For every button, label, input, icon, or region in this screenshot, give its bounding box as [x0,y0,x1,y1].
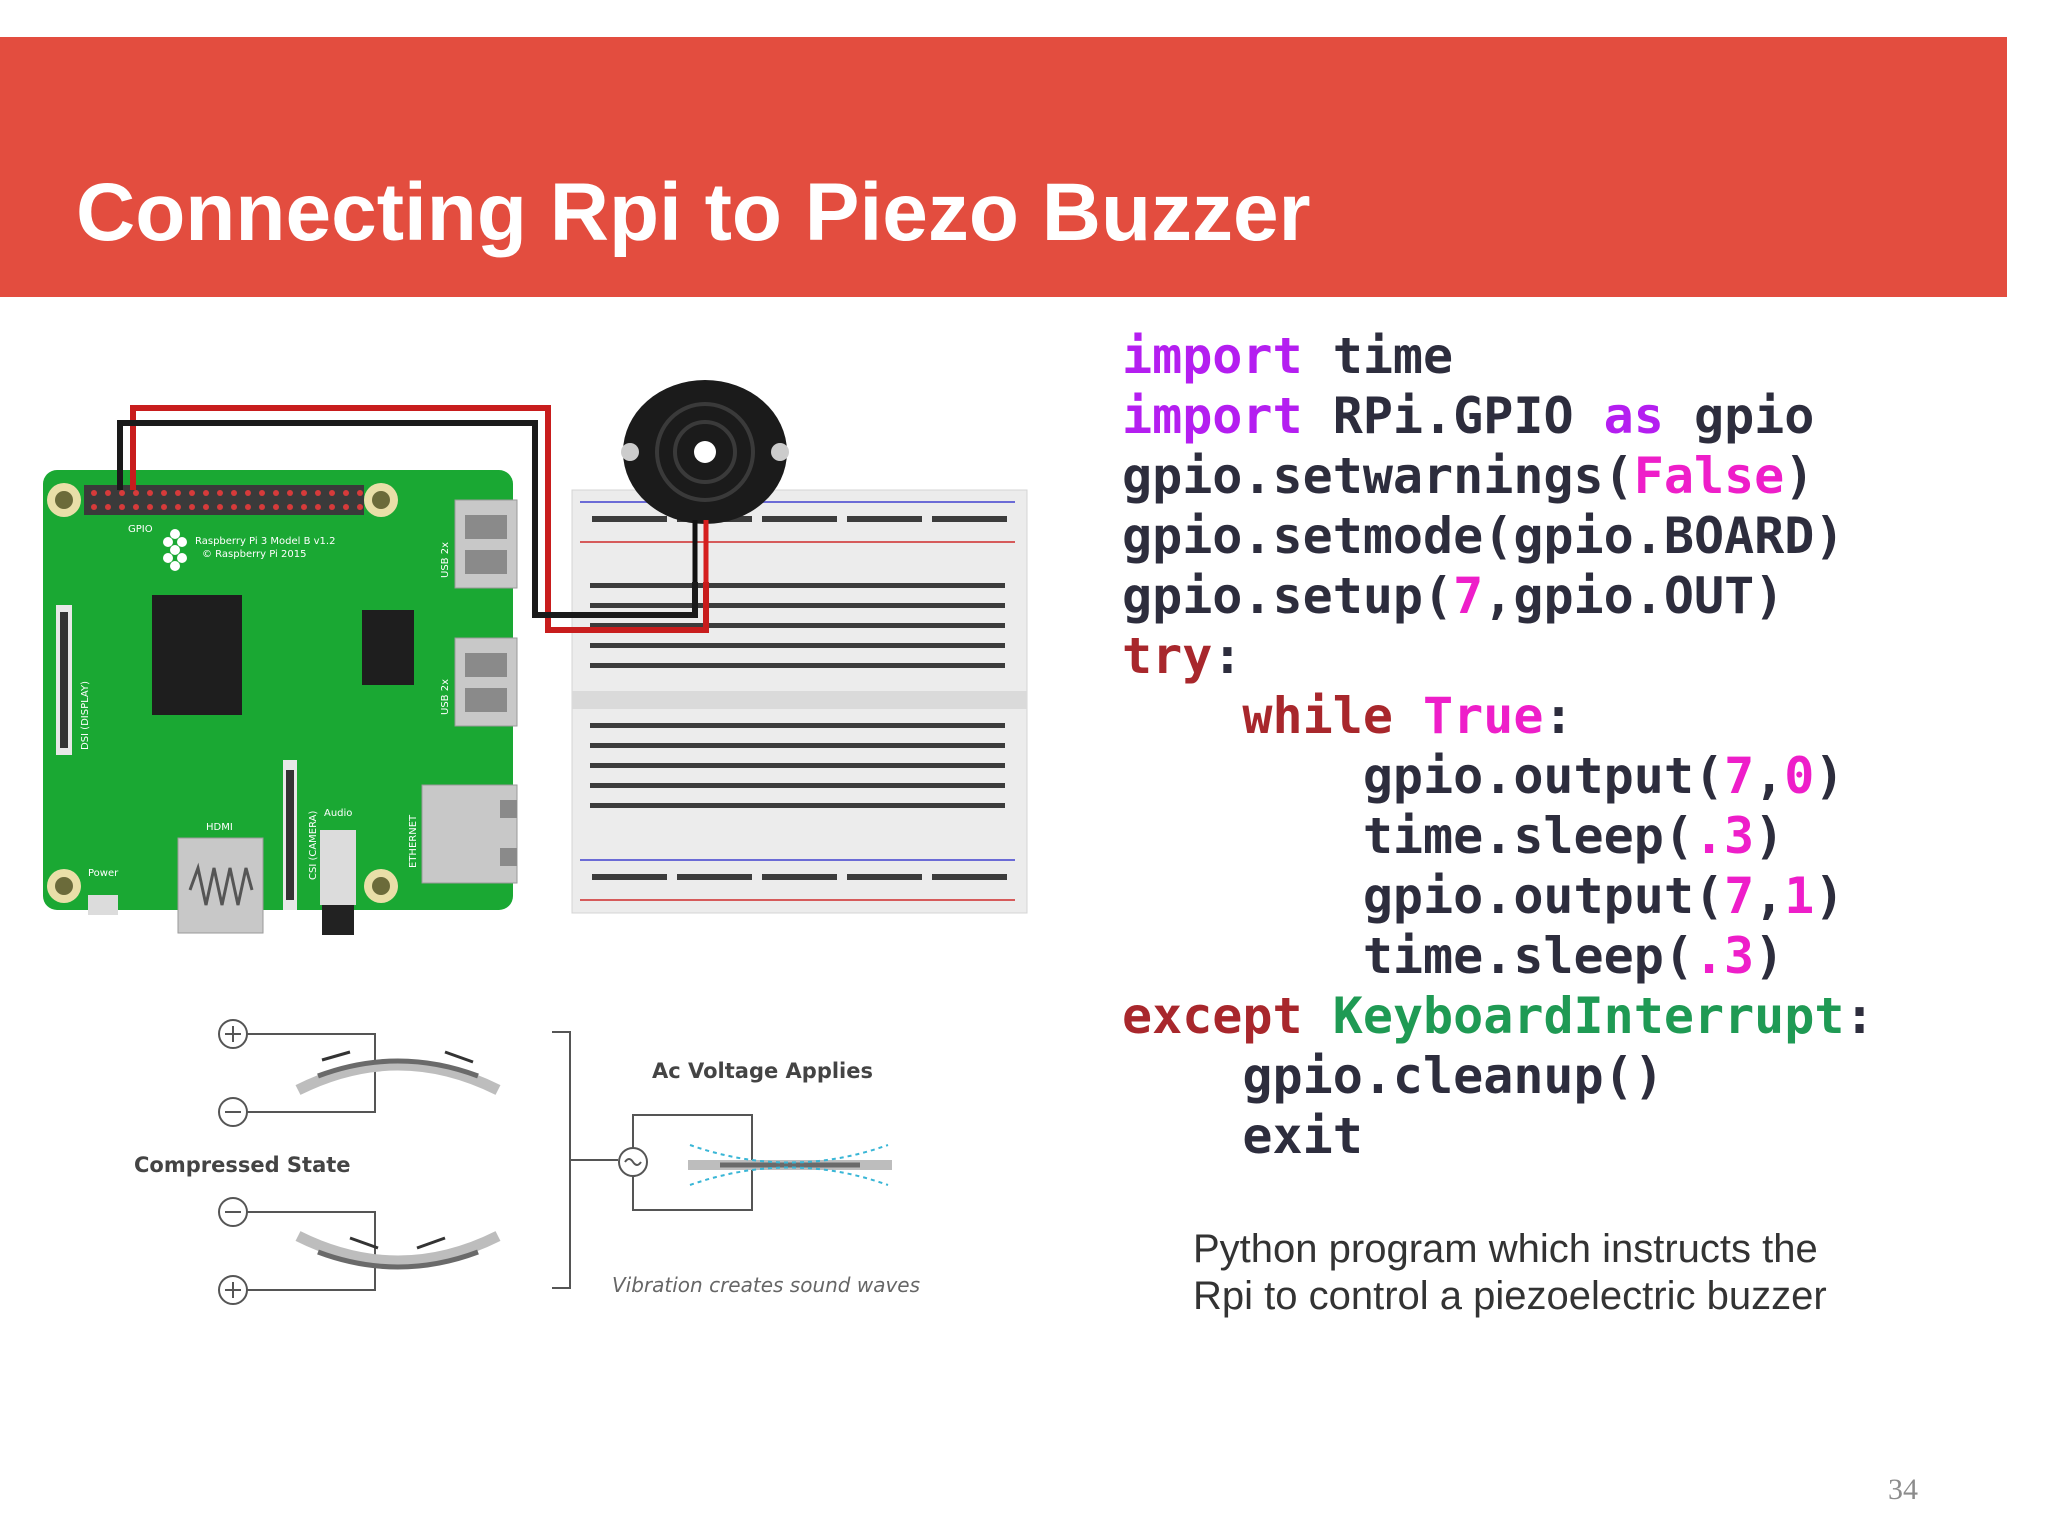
code-line: time.sleep(.3) [1122,926,1875,986]
black-wire [117,420,698,618]
code-token: gpio.setmode(gpio.BOARD) [1122,507,1845,565]
code-token: gpio [1663,387,1815,445]
page-number: 34 [1888,1473,1918,1506]
code-line: time.sleep(.3) [1122,806,1875,866]
soc-chip [152,595,242,715]
code-line: gpio.setwarnings(False) [1122,446,1875,506]
raspberry-logo-icon [163,529,187,571]
code-token: ) [1754,927,1785,985]
code-token: .3 [1693,927,1755,985]
csi-label: CSI (CAMERA) [308,810,319,880]
usb-bottom-label: USB 2x [440,679,451,715]
code-token: RPi.GPIO [1302,387,1604,445]
code-token: 7 [1724,747,1755,805]
audio-jack [320,830,356,905]
code-token: while [1242,687,1393,745]
code-token: gpio.output( [1122,747,1725,805]
code-line: while True: [1122,686,1875,746]
piezo-operation-diagram [218,1019,753,1305]
ethernet-port [421,784,518,884]
title-bar [0,37,2007,297]
caption-line-2: Rpi to control a piezoelectric buzzer [1193,1274,1827,1318]
code-token: time [1302,327,1454,385]
hdmi-label: HDMI [206,822,233,833]
compressed-state-label: Compressed State [134,1153,351,1177]
usb-port-top [454,499,518,589]
code-token: gpio.setwarnings( [1122,447,1634,505]
code-token: 0 [1784,747,1815,805]
code-token: gpio.output( [1122,867,1725,925]
code-token: : [1212,627,1243,685]
code-token: ) [1784,447,1815,505]
code-line: gpio.setup(7,gpio.OUT) [1122,566,1875,626]
code-line: import RPi.GPIO as gpio [1122,386,1875,446]
code-line: gpio.output(7,1) [1122,866,1875,926]
power-label: Power [88,868,119,879]
code-token: False [1633,447,1785,505]
power-port [88,895,118,915]
code-token: ) [1814,747,1845,805]
code-token: gpio.cleanup() [1122,1047,1664,1105]
code-token: KeyboardInterrupt [1332,987,1845,1045]
caption-line-1: Python program which instructs the [1193,1227,1818,1271]
code-token: : [1543,687,1574,745]
code-caption: Python program which instructs the Rpi t… [1193,1226,1827,1320]
code-token: except [1122,987,1303,1045]
vibration-label: Vibration creates sound waves [612,1273,920,1297]
dsi-label: DSI (DISPLAY) [80,681,91,750]
ethernet-label: ETHERNET [408,814,419,868]
code-token: time.sleep( [1122,927,1694,985]
code-line: gpio.setmode(gpio.BOARD) [1122,506,1875,566]
gpio-label: GPIO [128,524,153,535]
board-model-label: Raspberry Pi 3 Model B v1.2 [195,536,335,547]
usb-chip [362,610,414,685]
code-line: except KeyboardInterrupt: [1122,986,1875,1046]
usb-top-label: USB 2x [440,542,451,578]
piezo-buzzer-icon [621,380,789,524]
code-token: 7 [1453,567,1484,625]
code-token: as [1603,387,1664,445]
code-token [1122,687,1242,745]
code-line: import time [1122,326,1875,386]
usb-port-bottom [454,637,518,727]
code-token: ) [1754,807,1785,865]
code-token: try [1122,627,1213,685]
code-token [1393,687,1423,745]
gpio-header [84,485,364,515]
code-line: gpio.cleanup() [1122,1046,1875,1106]
code-token: ) [1814,867,1845,925]
code-token: ,gpio.OUT) [1483,567,1785,625]
code-token: 7 [1724,867,1755,925]
code-token: , [1754,867,1785,925]
code-token: : [1844,987,1875,1045]
audio-label: Audio [324,808,352,819]
ac-voltage-label: Ac Voltage Applies [652,1059,873,1083]
code-token: import [1122,387,1303,445]
slide-title: Connecting Rpi to Piezo Buzzer [76,167,1311,258]
code-token: .3 [1693,807,1755,865]
code-token: 1 [1784,867,1815,925]
code-token: exit [1122,1107,1363,1165]
board-copyright-label: © Raspberry Pi 2015 [202,549,306,560]
code-token [1303,987,1333,1045]
circuit-diagram: GPIO Raspberry Pi 3 Model B v1.2 © Raspb… [43,380,1028,1305]
code-token: True [1423,687,1544,745]
code-token: , [1754,747,1785,805]
code-line: try: [1122,626,1875,686]
code-token: import [1122,327,1303,385]
raspberry-pi-board [43,470,513,910]
code-token: gpio.setup( [1122,567,1454,625]
code-line: gpio.output(7,0) [1122,746,1875,806]
code-token: time.sleep( [1122,807,1694,865]
code-line: exit [1122,1106,1875,1166]
